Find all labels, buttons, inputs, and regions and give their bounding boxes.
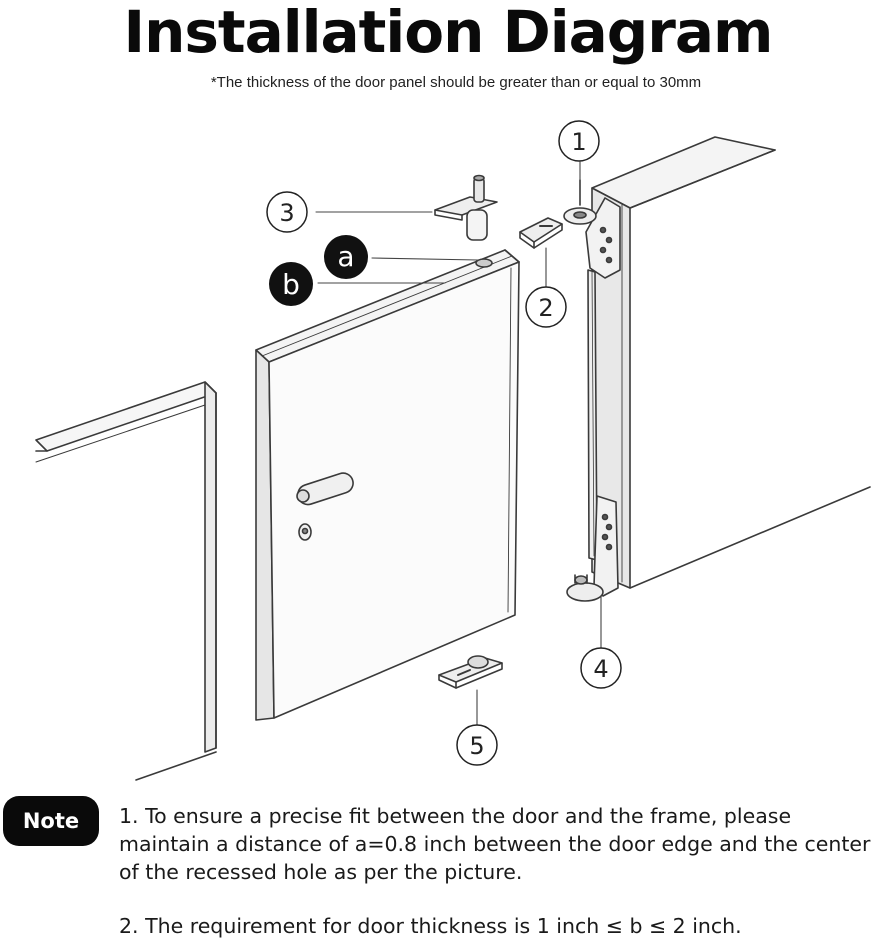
- left-wall: [35, 381, 217, 781]
- svg-text:5: 5: [469, 732, 484, 760]
- callout-b: b: [269, 262, 313, 306]
- page-title: Installation Diagram: [123, 0, 774, 66]
- note-item-2: 2. The requirement for door thickness is…: [119, 914, 742, 938]
- svg-text:a: a: [337, 240, 354, 273]
- svg-text:2: 2: [538, 294, 553, 322]
- svg-text:3: 3: [279, 199, 294, 227]
- hinge-part-4: [566, 495, 619, 602]
- leader-lines: [315, 161, 602, 726]
- callout-2: 2: [525, 286, 567, 328]
- hinge-part-1: [563, 179, 621, 279]
- page-subtitle: *The thickness of the door panel should …: [210, 74, 702, 91]
- right-wall: [591, 136, 871, 589]
- bushing-part-2: [519, 217, 563, 249]
- pivot-pin-part-3: [434, 174, 498, 241]
- svg-text:1: 1: [571, 128, 586, 156]
- door-handle: [296, 472, 354, 506]
- svg-text:b: b: [282, 268, 300, 301]
- door-lock: [298, 523, 312, 541]
- callout-4: 4: [580, 647, 622, 689]
- note-text: 1. To ensure a precise fit between the d…: [119, 802, 887, 940]
- note-item-1: 1. To ensure a precise fit between the d…: [119, 804, 871, 884]
- recessed-hole: [475, 258, 493, 268]
- note-badge: Note: [3, 796, 99, 846]
- svg-text:4: 4: [593, 655, 608, 683]
- callout-3: 3: [266, 191, 308, 233]
- callout-1: 1: [558, 120, 600, 162]
- frame-rail: [587, 269, 598, 561]
- callout-5: 5: [456, 724, 498, 766]
- floor-plate-part-5: [438, 655, 503, 689]
- callout-a: a: [324, 235, 368, 279]
- door-panel: [255, 249, 520, 721]
